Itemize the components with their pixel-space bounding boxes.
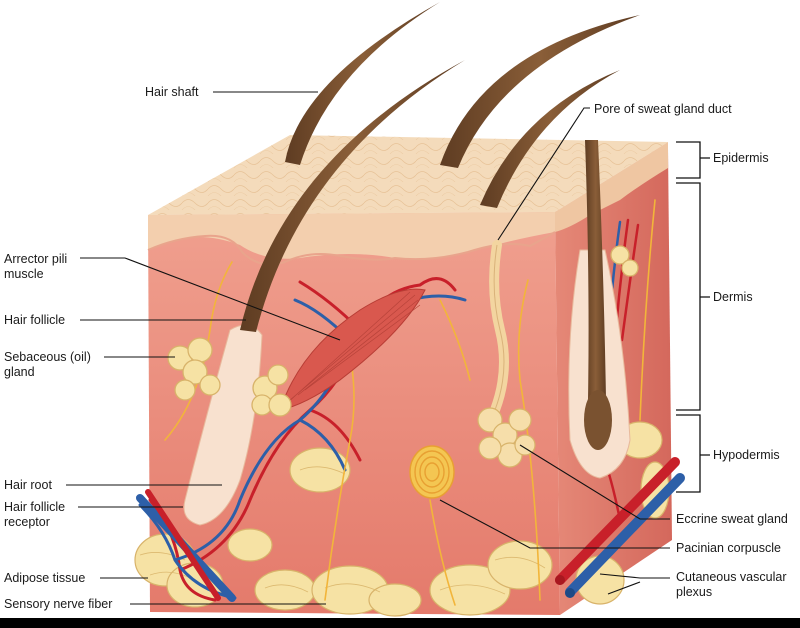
sebaceous-glands — [167, 245, 639, 417]
cutaneous-plexus-vein — [565, 473, 685, 597]
label-hair-follicle-receptor: Hair follicle receptor — [4, 500, 66, 529]
label-epidermis: Epidermis — [713, 151, 769, 165]
arrector-pili-muscle — [279, 288, 426, 411]
hair-shaft-4 — [480, 70, 620, 208]
leader-arrector — [80, 257, 341, 341]
leader-cutaneous — [599, 573, 670, 595]
label-sensory-nerve-fiber: Sensory nerve fiber — [4, 597, 113, 611]
vein-network — [138, 294, 467, 600]
label-cutaneous-vascular-plexus: Cutaneous vascular plexus — [676, 570, 787, 599]
leader-eccrine — [519, 444, 670, 520]
hair-follicle-sheath — [183, 324, 263, 526]
label-hair-follicle: Hair follicle — [4, 313, 66, 327]
leader-pacinian — [439, 499, 670, 549]
sweat-duct-outline — [493, 244, 505, 411]
adipose-cell-lines — [139, 466, 546, 595]
hair-shaft-3 — [440, 15, 640, 168]
blood-vessels — [136, 218, 685, 602]
hair-bulb-right — [584, 390, 612, 450]
cutaneous-plexus-artery — [555, 457, 680, 585]
hair-shaft-1 — [285, 2, 440, 165]
label-eccrine-sweat-gland: Eccrine sweat gland — [676, 512, 788, 526]
label-hair-root: Hair root — [4, 478, 52, 492]
layer-brackets — [676, 141, 710, 493]
label-sebaceous-gland: Sebaceous (oil) gland — [4, 350, 91, 379]
hair-shaft-2 — [240, 60, 465, 332]
label-arrector-pili: Arrector pili muscle — [4, 252, 68, 281]
epidermis-front-strip — [148, 212, 555, 260]
hair-shaft-right-follicle — [585, 140, 607, 450]
label-adipose-tissue: Adipose tissue — [4, 571, 86, 585]
dermal-papillae-edge — [147, 231, 556, 266]
label-hypodermis: Hypodermis — [713, 448, 780, 462]
bottom-black-bar — [0, 618, 800, 628]
leader-pore — [497, 107, 590, 241]
label-pacinian-corpuscle: Pacinian corpuscle — [676, 541, 781, 555]
epidermis-texture — [148, 135, 668, 215]
label-dermis: Dermis — [713, 290, 753, 304]
epidermis-side-strip — [555, 142, 668, 232]
leader-lines — [66, 91, 670, 605]
label-hair-shaft: Hair shaft — [145, 85, 199, 99]
muscle-striations — [284, 291, 421, 406]
pacinian-corpuscle — [409, 445, 455, 499]
eccrine-sweat-gland — [477, 407, 536, 468]
label-pore-sweat-duct: Pore of sweat gland duct — [594, 102, 732, 116]
